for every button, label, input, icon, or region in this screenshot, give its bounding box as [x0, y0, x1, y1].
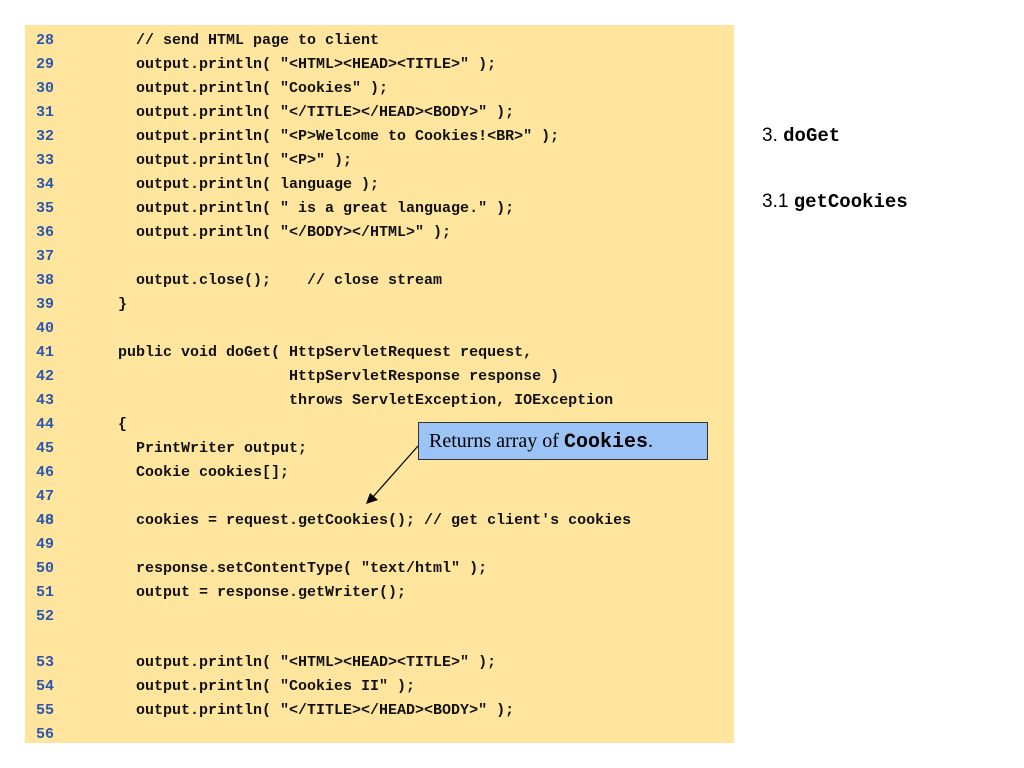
callout-text: Returns array of: [429, 430, 564, 452]
line-number: 54: [36, 678, 55, 695]
line-number: 52: [36, 608, 55, 625]
code-text: PrintWriter output;: [82, 440, 308, 457]
code-text: output.close(); // close stream: [82, 272, 443, 289]
line-number: 50: [36, 560, 55, 577]
line-number: 49: [36, 536, 55, 553]
line-number: 39: [36, 296, 55, 313]
line-number: 41: [36, 344, 55, 361]
line-number: 48: [36, 512, 55, 529]
line-number: 47: [36, 488, 55, 505]
outline-item-doget: 3. doGet: [762, 125, 840, 147]
callout-code: Cookies: [563, 431, 648, 454]
code-text: output.println( "<HTML><HEAD><TITLE>" );: [82, 56, 497, 73]
line-number: 51: [36, 584, 55, 601]
line-number: 55: [36, 702, 55, 719]
code-text: output.println( "<P>Welcome to Cookies!<…: [82, 128, 560, 145]
line-number: 40: [36, 320, 55, 337]
code-text: cookies = request.getCookies(); // get c…: [82, 512, 632, 529]
code-text: }: [82, 296, 128, 313]
code-text: output.println( "Cookies II" );: [82, 678, 416, 695]
callout-suffix: .: [647, 430, 653, 452]
line-number: 29: [36, 56, 55, 73]
line-number: 46: [36, 464, 55, 481]
line-number: 38: [36, 272, 55, 289]
code-text: // send HTML page to client: [82, 32, 380, 49]
line-number: 35: [36, 200, 55, 217]
line-number: 53: [36, 654, 55, 671]
outline-code: doGet: [783, 125, 841, 147]
code-text: output.println( "Cookies" );: [82, 80, 389, 97]
line-number: 42: [36, 368, 55, 385]
code-text: output.println( "<P>" );: [82, 152, 353, 169]
code-text: output.println( "</TITLE></HEAD><BODY>" …: [82, 702, 515, 719]
code-text: {: [82, 416, 128, 433]
line-number: 31: [36, 104, 55, 121]
code-text: output.println( "</BODY></HTML>" );: [82, 224, 452, 241]
line-number: 32: [36, 128, 55, 145]
line-number: 37: [36, 248, 55, 265]
line-number: 28: [36, 32, 55, 49]
code-text: HttpServletResponse response ): [82, 368, 560, 385]
line-number: 43: [36, 392, 55, 409]
line-number: 36: [36, 224, 55, 241]
code-text: public void doGet( HttpServletRequest re…: [82, 344, 533, 361]
code-text: Cookie cookies[];: [82, 464, 290, 481]
code-text: throws ServletException, IOException: [82, 392, 614, 409]
outline-code: getCookies: [793, 191, 908, 213]
callout-box: Returns array of Cookies.: [418, 422, 708, 460]
line-number-overlap: 40: [36, 512, 55, 529]
code-text: output.println( " is a great language." …: [82, 200, 515, 217]
outline-number: 3.: [762, 125, 778, 146]
line-number: 56: [36, 726, 55, 743]
outline-item-getcookies: 3.1 getCookies: [762, 191, 908, 213]
outline-number: 3.1: [762, 191, 789, 212]
code-text: output = response.getWriter();: [82, 584, 407, 601]
line-number: 34: [36, 176, 55, 193]
line-number: 30: [36, 80, 55, 97]
line-number: 33: [36, 152, 55, 169]
line-number: 45: [36, 440, 55, 457]
line-number: 44: [36, 416, 55, 433]
code-text: output.println( "</TITLE></HEAD><BODY>" …: [82, 104, 515, 121]
code-text: response.setContentType( "text/html" );: [82, 560, 488, 577]
code-listing: [25, 25, 734, 743]
code-text: output.println( language );: [82, 176, 380, 193]
code-text: output.println( "<HTML><HEAD><TITLE>" );: [82, 654, 497, 671]
